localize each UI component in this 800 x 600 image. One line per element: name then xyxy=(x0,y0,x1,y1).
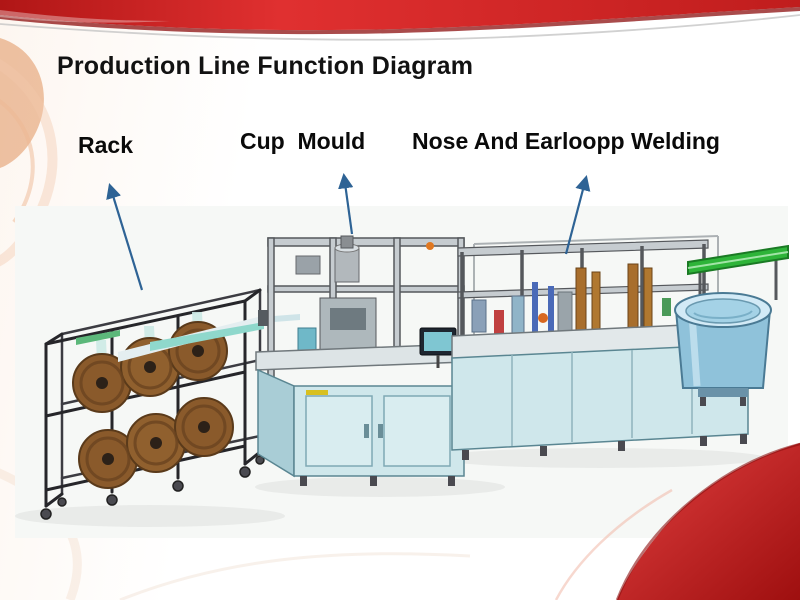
conveyor xyxy=(687,244,789,330)
label-nose-earloop-welding: Nose And Earloopp Welding xyxy=(412,128,720,154)
label-cup-mould: Cup Mould xyxy=(240,128,366,154)
rack-arrow xyxy=(106,183,144,291)
bottom-corner-swoosh xyxy=(554,442,800,600)
cup-mould-arrow xyxy=(338,172,354,235)
cup-mould-machine xyxy=(255,235,465,486)
machine-illustration xyxy=(15,206,789,538)
bowl-feeder xyxy=(674,292,772,406)
top-banner xyxy=(0,0,800,41)
pointer-arrows xyxy=(106,172,591,291)
slide-title: Production Line Function Diagram xyxy=(57,52,474,80)
welding-arrow xyxy=(564,175,591,255)
welding-machine xyxy=(451,235,749,460)
material-web xyxy=(76,310,300,362)
label-rack: Rack xyxy=(78,132,133,158)
